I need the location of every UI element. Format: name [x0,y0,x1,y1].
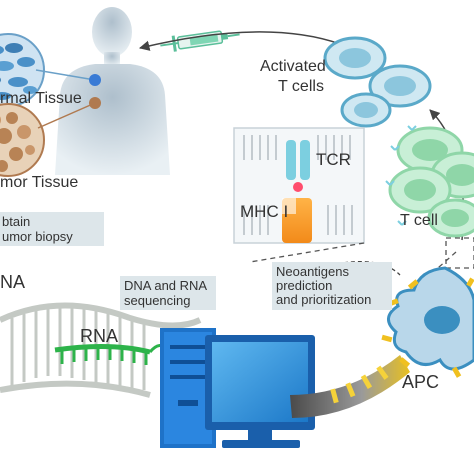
neoantigen-label-line2: prediction [276,278,333,293]
syringe-icon [160,30,240,52]
apc-label: APC [402,372,440,392]
rna-edge-label: NA [0,272,26,292]
normal-tissue-label: rmal Tissue [0,90,82,107]
sequencing-label-box [120,276,216,310]
tumor-tissue-connector [37,102,96,129]
tcr-mhc-panel [233,127,365,244]
normal-tissue-image [0,33,45,107]
peptide-strip [290,355,410,418]
biopsy-label-line2: umor biopsy [2,229,73,244]
biopsy-label-box [0,212,104,246]
reinfusion-arrow [138,31,341,51]
normal-tissue-dot [89,74,101,86]
activated-label-line1: Activated [260,58,326,75]
tumor-tissue-label: mor Tissue [0,174,79,191]
tcr-label: TCR [316,150,351,169]
activated-t-cells [323,36,432,128]
neoantigen-label-line1: Neoantigens [276,264,349,279]
human-silhouette [55,7,170,175]
tumor-tissue-image [0,103,45,177]
normal-tissue-connector [35,69,96,81]
sequencing-label-line2: sequencing [124,293,191,308]
rna-label: RNA [80,326,119,346]
t-cells [385,125,474,238]
neoantigen-label-box [272,262,392,310]
activated-label-line2: T cells [278,78,324,95]
neoantigen-label-line3: and prioritization [276,292,372,307]
t-cell-label: T cell [400,212,438,229]
sequencing-label-line1: DNA and RNA [124,278,208,293]
tumor-tissue-dot [89,97,101,109]
biopsy-label-line1: btain [2,214,31,229]
mhc-label: MHC I [240,202,289,221]
rna-strand [0,302,202,398]
computer-monitor [205,335,315,448]
